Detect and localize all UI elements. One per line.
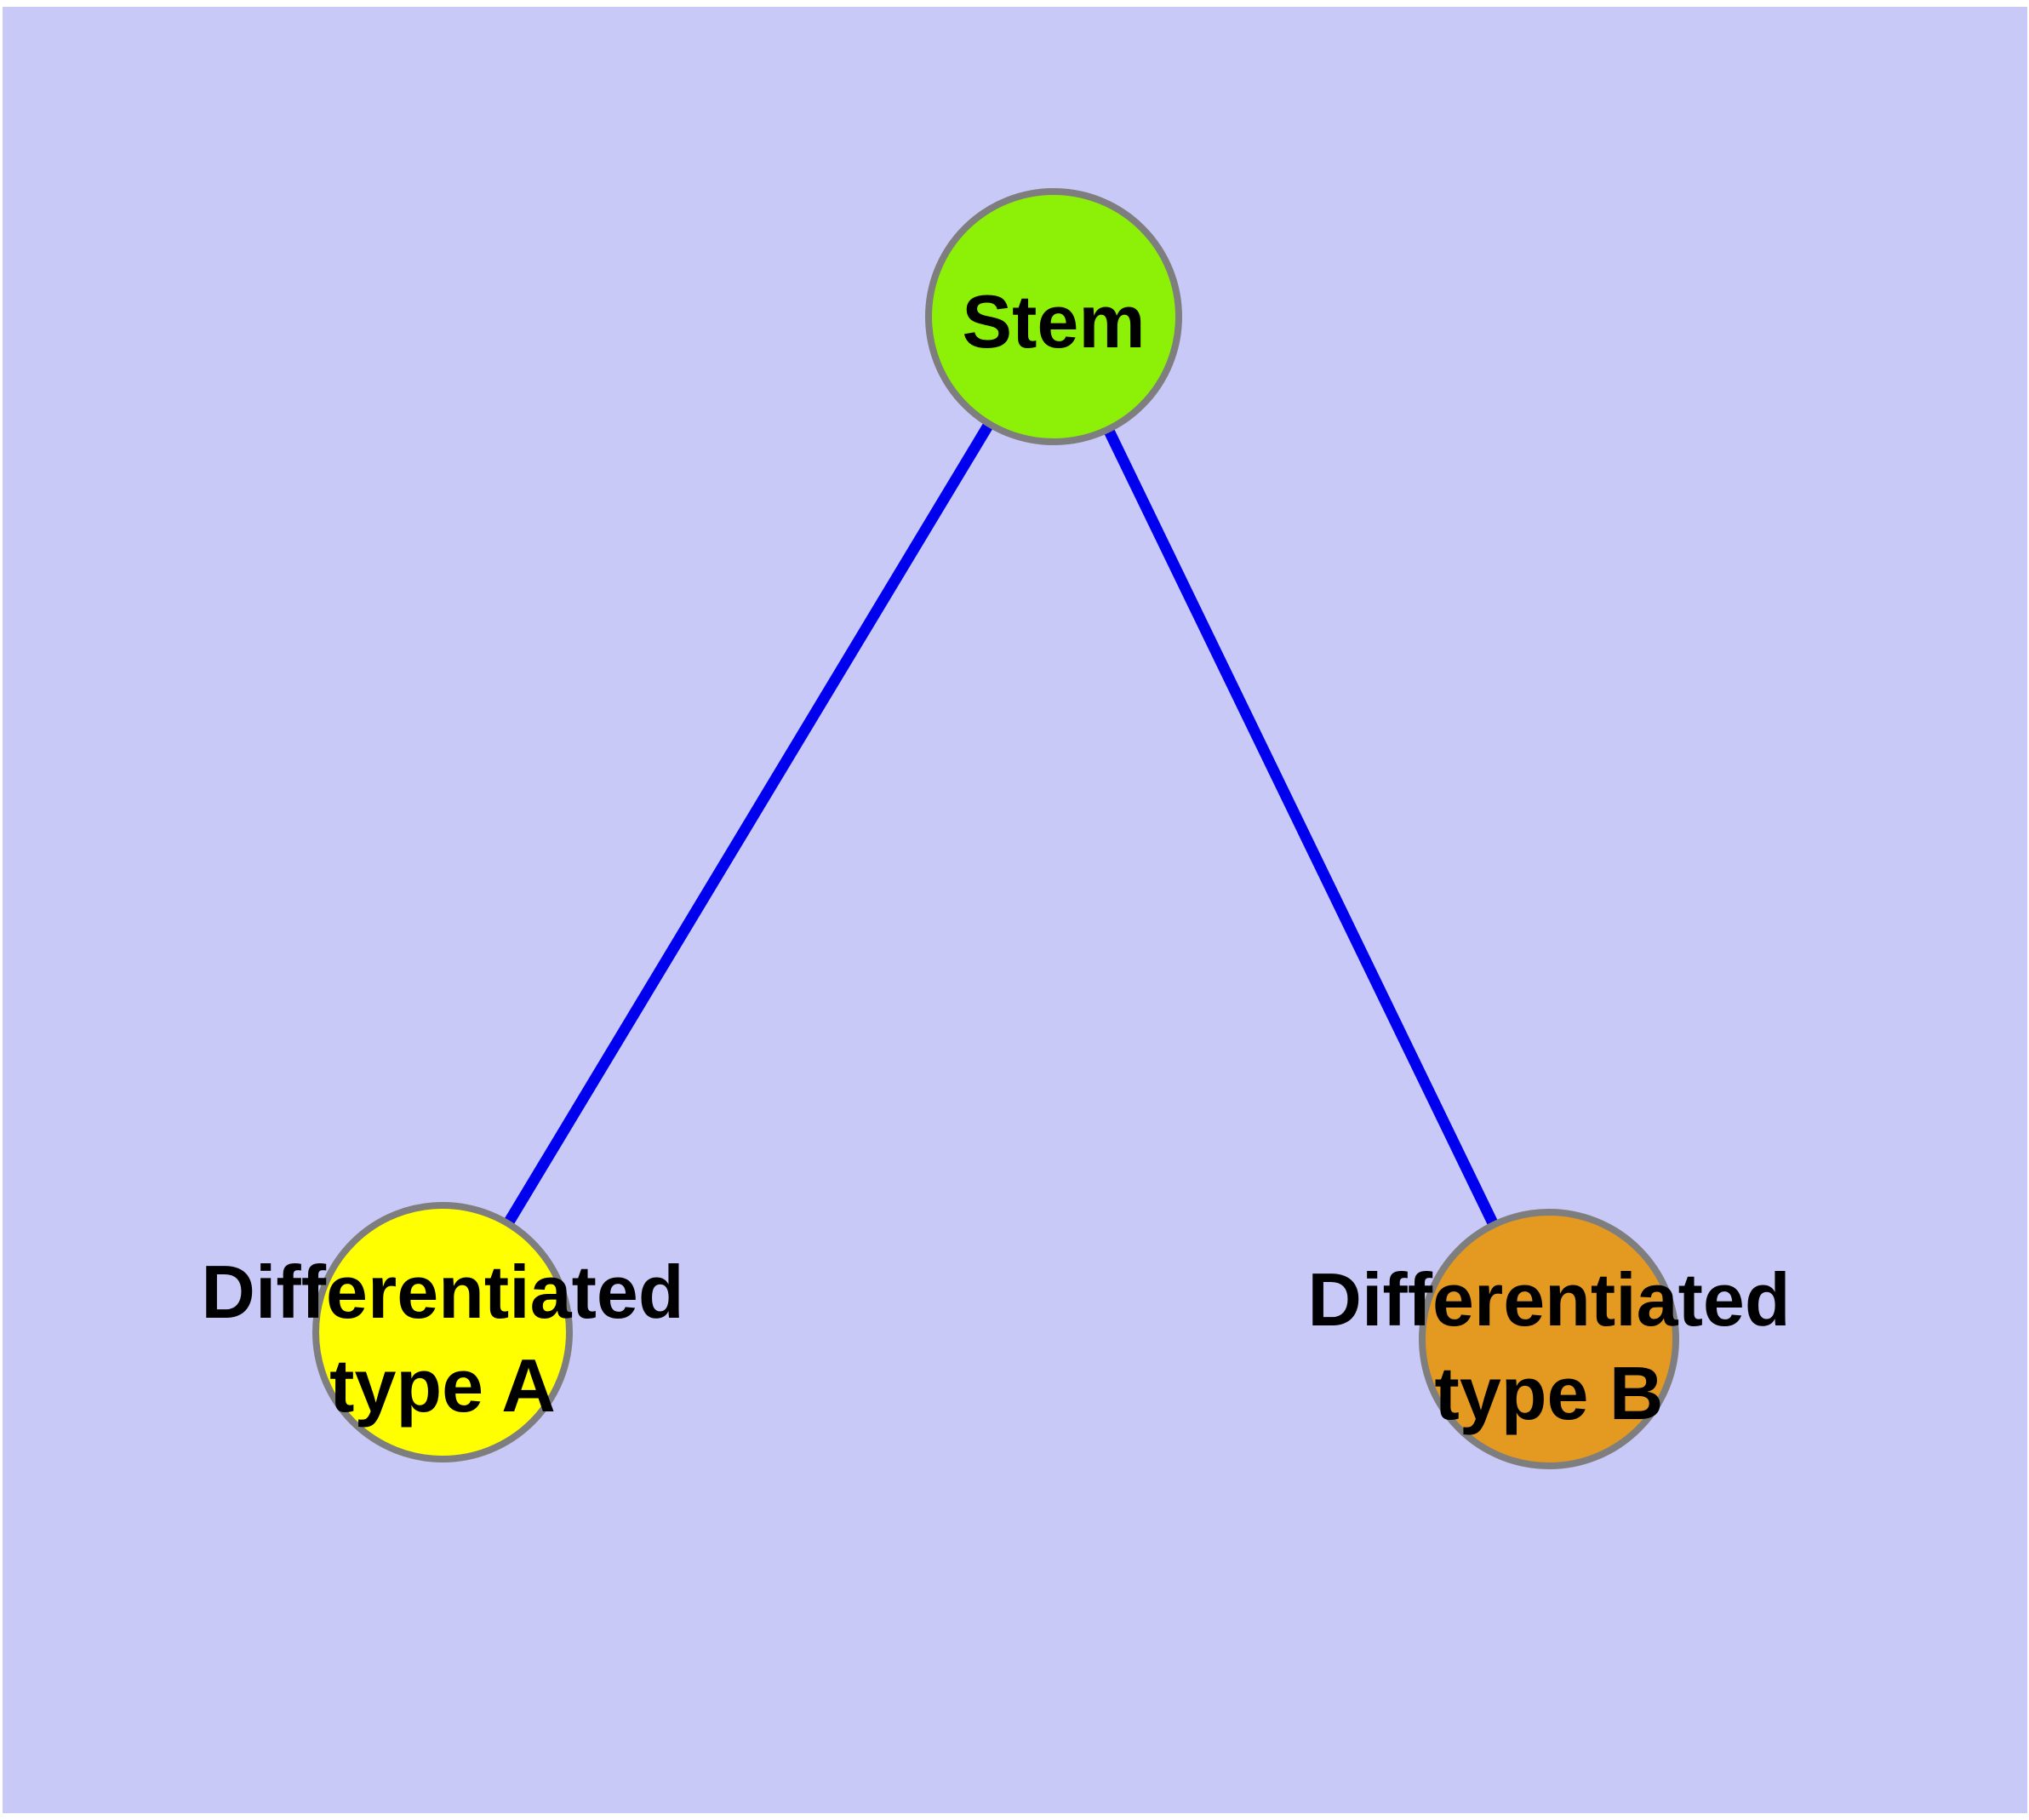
node-stem[interactable]: [925, 188, 1182, 445]
node-stem-label: Stem: [962, 279, 1145, 363]
node-type-a-label-line2: type A: [329, 1343, 556, 1428]
node-type-b-label-line1: Differentiated: [1307, 1257, 1790, 1342]
node-type-a-label-line1: Differentiated: [201, 1250, 683, 1334]
node-differentiated-type-a[interactable]: [312, 1202, 573, 1462]
edge-stem-to-type-b: [1049, 314, 1554, 1342]
node-differentiated-type-b[interactable]: [1419, 1209, 1679, 1469]
edge-stem-to-type-a: [437, 313, 1059, 1336]
node-type-b-label-line2: type B: [1435, 1351, 1664, 1435]
